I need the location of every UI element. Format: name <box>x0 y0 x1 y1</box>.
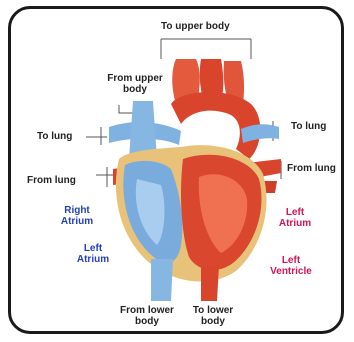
label-to-lower-body: To lower body <box>187 305 239 327</box>
label-from-lung-left: From lung <box>27 175 76 186</box>
label-right-atrium: Right Atrium <box>55 205 99 227</box>
label-from-upper-body: From upper body <box>99 73 171 95</box>
label-from-lower-body: From lower body <box>117 305 177 327</box>
label-to-upper-body: To upper body <box>161 21 230 32</box>
diagram-frame: To upper body From upper body To lung To… <box>8 6 344 334</box>
label-to-lung-right: To lung <box>291 121 326 132</box>
aorta <box>171 59 260 159</box>
label-to-lung-left: To lung <box>37 131 72 142</box>
label-from-lung-right: From lung <box>287 163 336 174</box>
label-left-atrium-red: Left Atrium <box>275 207 315 229</box>
inferior-vena-cava <box>151 259 173 301</box>
descending-aorta <box>201 265 219 301</box>
label-left-ventricle: Left Ventricle <box>263 255 319 277</box>
label-left-atrium-blue: Left Atrium <box>71 243 115 265</box>
